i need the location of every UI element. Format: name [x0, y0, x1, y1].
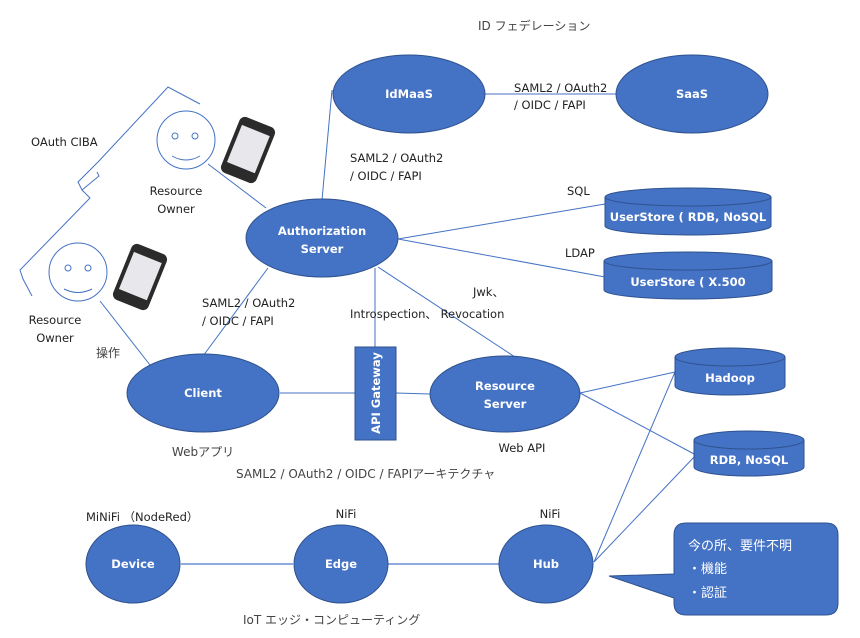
resource-owner-left: Resource Owner [29, 242, 168, 345]
edge-gateway-resource [395, 392, 431, 395]
label-introspection: Introspection、 Revocation [350, 307, 504, 321]
caption-hub: NiFi [540, 507, 561, 521]
edge-authz-client [202, 267, 269, 357]
label-client-authz-1: SAML2 / OAuth2 [202, 296, 295, 310]
node-resource-label-2: Server [484, 397, 527, 411]
edge-hub-rdb [593, 454, 697, 563]
resource-owner-top-label-1: Resource [150, 184, 203, 198]
node-authz-label-1: Authorization [278, 224, 366, 238]
node-api-gateway-label: API Gateway [369, 352, 383, 434]
caption-edge: NiFi [336, 507, 357, 521]
smartphone-icon [112, 243, 168, 311]
title-iot: IoT エッジ・コンピューティング [243, 613, 420, 627]
label-authz-idmaas-1: SAML2 / OAuth2 [350, 151, 443, 165]
node-authz-label-2: Server [301, 242, 344, 256]
caption-resource-server: Web API [499, 441, 546, 455]
node-device[interactable]: Device [85, 524, 181, 604]
edge-authz-resource [377, 266, 516, 358]
label-idmaas-saas-1: SAML2 / OAuth2 [514, 81, 607, 95]
db-hadoop-label: Hadoop [705, 371, 755, 385]
node-api-gateway[interactable]: API Gateway [354, 346, 397, 441]
edge-owner-client [99, 300, 151, 366]
resource-owner-left-label-1: Resource [29, 313, 82, 327]
node-saas[interactable]: SaaS [615, 54, 769, 134]
title-architecture: SAML2 / OAuth2 / OIDC / FAPIアーキテクチャ [236, 467, 495, 481]
node-edge-label: Edge [325, 557, 357, 571]
node-idmaas-label: IdMaaS [385, 87, 433, 101]
resource-owner-left-label-2: Owner [36, 331, 74, 345]
callout-item-1: ・機能 [688, 562, 727, 577]
label-jwk: Jwk、 [472, 285, 504, 299]
db-userstore-rdb[interactable]: UserStore ( RDB, NoSQL [604, 187, 772, 236]
edge-resource-hadoop [579, 371, 676, 394]
node-idmaas[interactable]: IdMaaS [332, 54, 486, 134]
db-userstore-x500-label: UserStore ( X.500 [630, 275, 745, 289]
resource-owner-top-label-2: Owner [157, 202, 195, 216]
smiley-icon [48, 242, 108, 302]
db-userstore-x500[interactable]: UserStore ( X.500 [603, 251, 773, 300]
label-idmaas-saas-2: / OIDC / FAPI [514, 98, 586, 112]
smiley-icon [156, 110, 216, 170]
callout-item-2: ・認証 [688, 585, 727, 601]
edge-owner-authz [207, 163, 267, 209]
title-id-federation: ID フェデレーション [478, 18, 590, 33]
edges [99, 89, 697, 565]
label-oauth-ciba: OAuth CIBA [31, 135, 98, 149]
label-sql: SQL [567, 184, 590, 198]
callout-note: 今の所、要件不明 ・機能 ・認証 [608, 522, 839, 616]
node-client-label: Client [184, 386, 222, 400]
caption-device: MiNiFi （NodeRed） [86, 510, 198, 524]
node-resource-label-1: Resource [475, 379, 535, 393]
node-client[interactable]: Client [126, 353, 280, 433]
node-resource-server[interactable]: Resource Server [429, 355, 581, 433]
edge-authz-userstore-x500 [397, 238, 606, 278]
node-saas-label: SaaS [676, 87, 708, 101]
db-rdb-nosql[interactable]: RDB, NoSQL [693, 430, 805, 477]
node-device-label: Device [111, 557, 155, 571]
label-authz-idmaas-2: / OIDC / FAPI [350, 169, 422, 183]
node-authorization-server[interactable]: Authorization Server [245, 198, 399, 278]
node-hub-label: Hub [533, 557, 559, 571]
db-rdb-nosql-label: RDB, NoSQL [710, 453, 789, 467]
caption-client: Webアプリ [172, 445, 234, 459]
db-hadoop[interactable]: Hadoop [674, 347, 786, 396]
smartphone-icon [220, 116, 276, 184]
edge-authz-idmaas [321, 89, 333, 201]
label-client-authz-2: / OIDC / FAPI [202, 314, 274, 328]
node-hub[interactable]: Hub [498, 524, 594, 604]
edge-authz-userstore-rdb [397, 203, 606, 240]
edge-resource-rdb [579, 392, 697, 456]
label-operation: 操作 [96, 345, 120, 360]
edge-hub-hadoop [593, 371, 676, 563]
ciba-bracket [19, 86, 201, 297]
db-userstore-rdb-label: UserStore ( RDB, NoSQL [610, 210, 767, 224]
node-edge[interactable]: Edge [293, 524, 389, 604]
resource-owner-top: Resource Owner [150, 110, 276, 216]
label-ldap: LDAP [565, 246, 595, 260]
callout-title: 今の所、要件不明 [688, 538, 792, 554]
